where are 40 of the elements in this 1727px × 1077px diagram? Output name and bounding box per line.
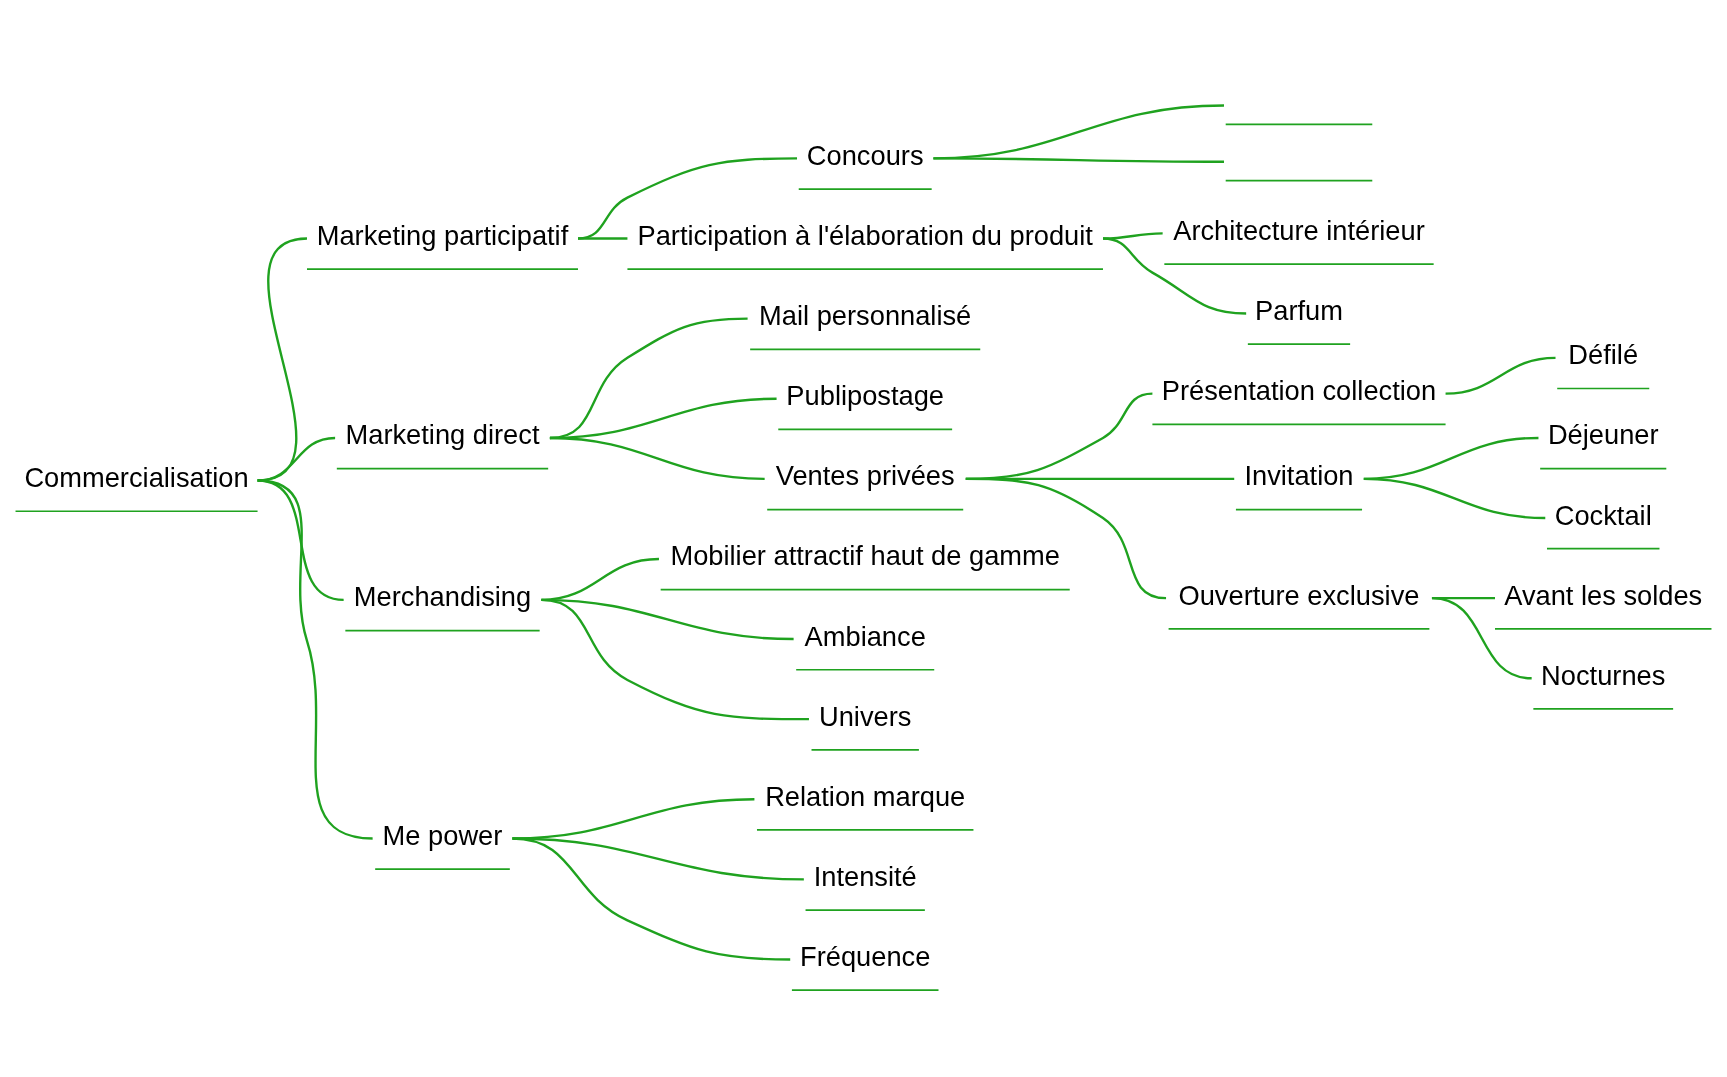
node-text: Architecture intérieur xyxy=(1173,214,1425,246)
node-text: Univers xyxy=(818,700,912,732)
connector xyxy=(257,479,373,840)
node-text: Marketing participatif xyxy=(316,219,569,251)
node-text: Cocktail xyxy=(1554,499,1652,531)
node-text: Mobilier attractif haut de gamme xyxy=(670,540,1060,572)
node-text: Participation à l'élaboration du produit xyxy=(637,219,1093,251)
node-text: Parfum xyxy=(1255,294,1343,326)
connector xyxy=(1102,237,1247,315)
node-text: Concours xyxy=(806,139,924,171)
connector xyxy=(1445,356,1556,395)
node-text: Ambiance xyxy=(804,620,926,652)
node-text: Fréquence xyxy=(800,940,931,972)
connector xyxy=(541,598,809,721)
node-text: Nocturnes xyxy=(1541,659,1666,691)
node-text: Relation marque xyxy=(765,780,966,812)
connector xyxy=(512,837,791,961)
node-text: Publipostage xyxy=(786,380,945,412)
node-text: Intensité xyxy=(813,860,917,892)
node-text: Mail personnalisé xyxy=(759,300,972,332)
node-line xyxy=(1224,179,1374,182)
node-text: Merchandising xyxy=(353,581,532,613)
node-text: Présentation collection xyxy=(1161,375,1437,407)
node-text: Avant les soldes xyxy=(1504,579,1703,611)
connector xyxy=(1431,596,1532,680)
node-line xyxy=(1224,123,1374,126)
node-text: Déjeuner xyxy=(1547,419,1659,451)
connector xyxy=(933,157,1224,163)
node-text: Invitation xyxy=(1244,460,1354,492)
node-text: Ventes privées xyxy=(775,460,955,492)
node-text: Ouverture exclusive xyxy=(1178,579,1420,611)
node-text: Défilé xyxy=(1568,339,1639,371)
connector xyxy=(965,477,1167,600)
connector xyxy=(578,237,628,240)
node-text: Marketing direct xyxy=(345,419,540,451)
node-text: Commercialisation xyxy=(24,462,249,494)
node-text: Me power xyxy=(382,819,503,851)
connector xyxy=(549,436,765,481)
connector xyxy=(1363,477,1546,520)
connector xyxy=(577,157,798,240)
